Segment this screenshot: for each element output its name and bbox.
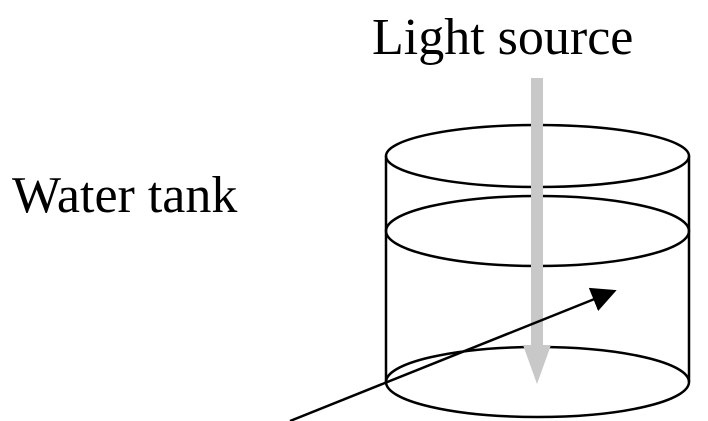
- water-tank-label: Water tank: [12, 167, 238, 224]
- observation-arrow: [289, 287, 617, 421]
- light-beam-arrowhead: [523, 345, 551, 384]
- light-source-label: Light source: [372, 9, 634, 66]
- light-beam-shaft: [531, 78, 543, 353]
